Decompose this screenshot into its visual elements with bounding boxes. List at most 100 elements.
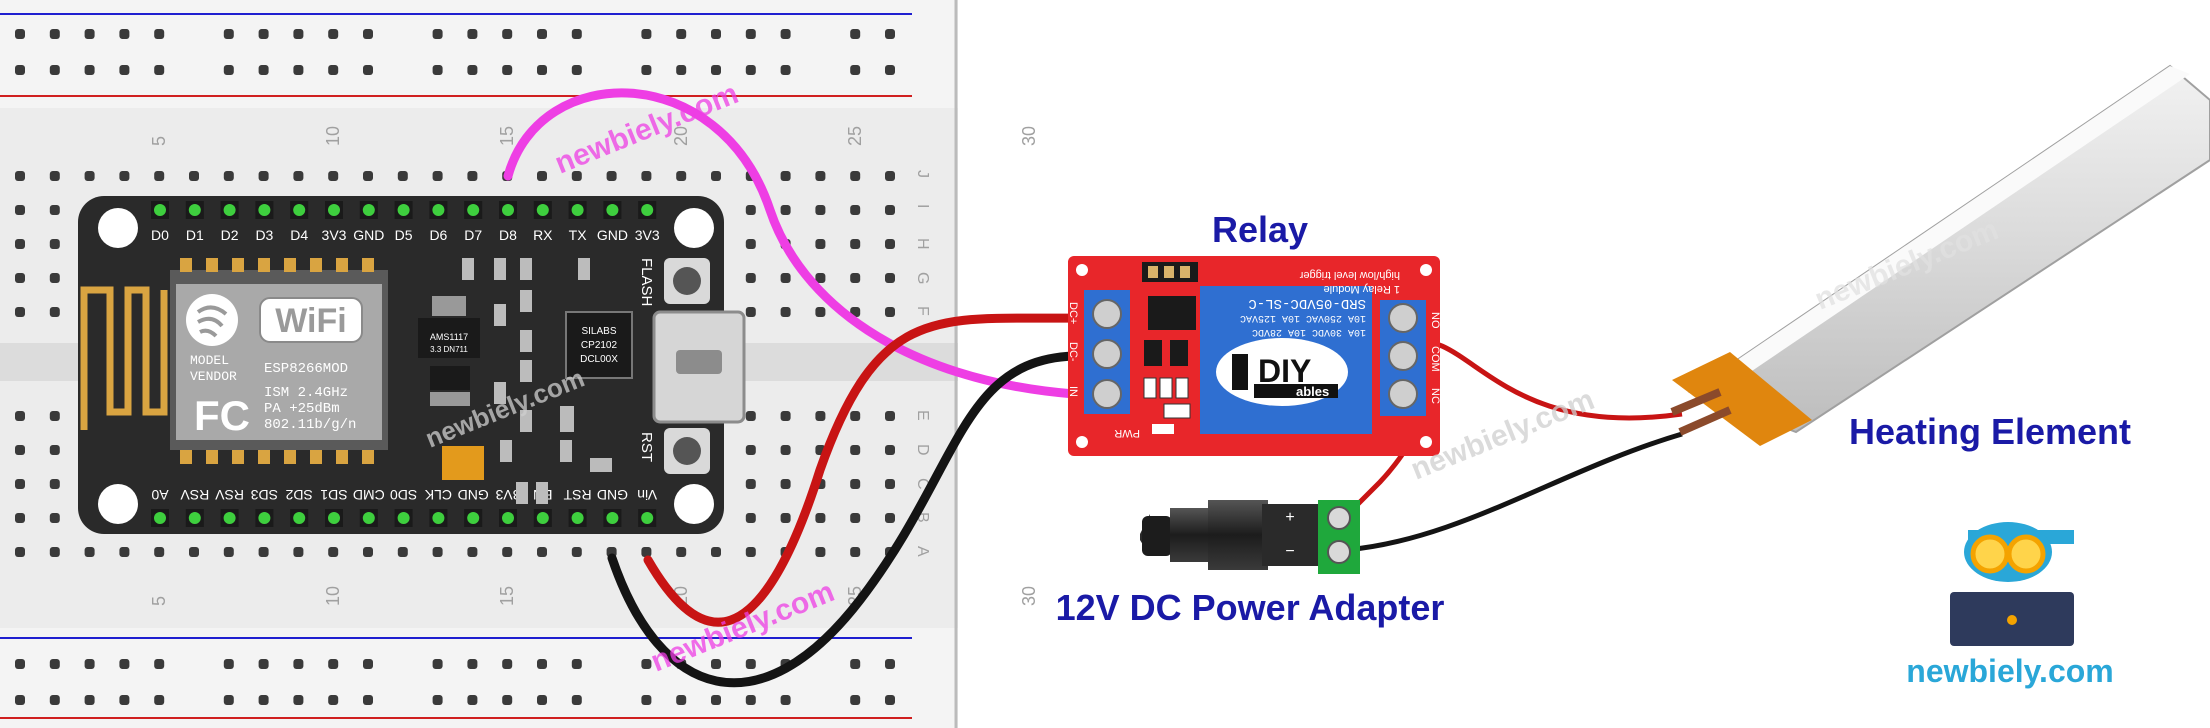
- pin-label-bottom: SD1: [320, 487, 347, 503]
- pin-hole: [641, 204, 654, 216]
- breadboard-hole: [15, 445, 25, 455]
- smd-components: [462, 258, 590, 504]
- header-pins-top: [151, 201, 657, 219]
- breadboard-hole: [328, 29, 339, 39]
- breadboard-hole: [49, 695, 60, 705]
- breadboard-hole: [119, 659, 130, 669]
- breadboard-hole: [119, 695, 130, 705]
- smd-component: [500, 440, 512, 462]
- relay-pin-com: COM: [1429, 346, 1441, 372]
- breadboard-hole: [49, 307, 60, 317]
- breadboard-hole: [641, 65, 652, 75]
- breadboard-hole: [223, 659, 234, 669]
- breadboard-hole: [885, 171, 895, 181]
- relay-header-line-2: high/low level trigger: [1299, 269, 1400, 281]
- breadboard-hole: [154, 65, 165, 75]
- row-letter: F: [914, 306, 931, 316]
- usb-chip-label: SILABS: [581, 326, 616, 337]
- breadboard-hole: [885, 273, 895, 283]
- pin-label-bottom: A0: [151, 487, 168, 503]
- terminal-screw-dcminus[interactable]: [1092, 339, 1122, 369]
- terminal-screw-no[interactable]: [1388, 303, 1418, 333]
- pin-label-bottom: SD0: [390, 487, 417, 503]
- smd-component: [520, 258, 532, 280]
- breadboard-hole: [885, 479, 895, 489]
- breadboard-hole: [84, 65, 95, 75]
- smd-component: [560, 440, 572, 462]
- brand-name: newbiely.com: [1906, 653, 2113, 689]
- terminal-screw-nc[interactable]: [1388, 379, 1418, 409]
- breadboard-hole: [745, 411, 756, 421]
- smd-component: [520, 330, 532, 352]
- column-number: 15: [497, 126, 517, 146]
- column-number: 30: [1019, 586, 1039, 606]
- breadboard-hole: [223, 65, 234, 75]
- module-line-pa: PA +25dBm: [264, 401, 340, 417]
- adapter-screw-minus[interactable]: [1327, 540, 1351, 564]
- breadboard-hole: [258, 29, 269, 39]
- terminal-screw-in[interactable]: [1092, 379, 1122, 409]
- relay-title: Relay: [1212, 209, 1308, 250]
- relay-pwr-label: PWR: [1114, 427, 1140, 439]
- breadboard-hole: [293, 547, 304, 557]
- breadboard-hole: [676, 547, 687, 557]
- breadboard-hole: [850, 659, 861, 669]
- row-letter: C: [914, 478, 931, 490]
- breadboard-hole: [537, 29, 547, 39]
- castellation-pad: [362, 258, 374, 272]
- breadboard-hole: [432, 65, 443, 75]
- pin-label-bottom: RSV: [180, 487, 209, 503]
- terminal-screw-dcplus[interactable]: [1092, 299, 1122, 329]
- flash-button-label: FLASH: [638, 258, 655, 306]
- adapter-screw-plus[interactable]: [1327, 506, 1351, 530]
- breadboard-hole: [467, 547, 478, 557]
- breadboard-hole: [49, 29, 60, 39]
- reset-button-label: RST: [638, 432, 655, 462]
- header-pins-bottom: [151, 509, 657, 527]
- breadboard-hole: [49, 205, 60, 215]
- breadboard-hole: [745, 29, 756, 39]
- breadboard-hole: [815, 171, 826, 181]
- pin-label-bottom: RST: [563, 487, 591, 503]
- breadboard-hole: [780, 29, 791, 39]
- breadboard-hole: [84, 547, 95, 557]
- fc-mark: FC: [194, 392, 250, 439]
- breadboard-hole: [49, 411, 60, 421]
- breadboard-hole: [258, 659, 269, 669]
- breadboard-hole: [780, 695, 791, 705]
- breadboard-hole: [641, 171, 652, 181]
- breadboard-hole: [815, 513, 826, 523]
- pin-hole: [154, 204, 166, 216]
- pin-hole: [188, 204, 201, 216]
- breadboard-hole: [676, 65, 687, 75]
- pin-label-top: D4: [290, 227, 308, 243]
- terminal-screw-com[interactable]: [1388, 341, 1418, 371]
- breadboard-hole: [49, 659, 60, 669]
- pin-hole: [606, 204, 619, 216]
- pin-hole: [258, 204, 271, 216]
- breadboard-hole: [84, 695, 95, 705]
- breadboard-hole: [15, 29, 25, 39]
- row-letter: D: [914, 444, 931, 456]
- breadboard-hole: [49, 171, 60, 181]
- usb-chip-sublabel2: DCL00X: [580, 354, 618, 365]
- regulator-sublabel: 3.3 DN711: [430, 345, 468, 354]
- breadboard-hole: [293, 29, 304, 39]
- regulator-label: AMS1117: [430, 332, 468, 342]
- wifi-logo: WiFi: [259, 297, 363, 343]
- pin-label-top: RX: [533, 227, 553, 243]
- breadboard-hole: [154, 659, 165, 669]
- breadboard-hole: [745, 65, 756, 75]
- breadboard-hole: [850, 205, 861, 215]
- breadboard-hole: [49, 239, 60, 249]
- smd-component: [494, 258, 506, 280]
- breadboard-hole: [745, 659, 756, 669]
- pin-hole: [362, 512, 375, 524]
- row-letter: E: [914, 410, 931, 421]
- breadboard-hole: [850, 29, 861, 39]
- pin-label-bottom: RSV: [215, 487, 244, 503]
- wire-gnd-to-relay-dcminus: [607, 351, 1079, 688]
- pin-label-bottom: CLK: [424, 487, 452, 503]
